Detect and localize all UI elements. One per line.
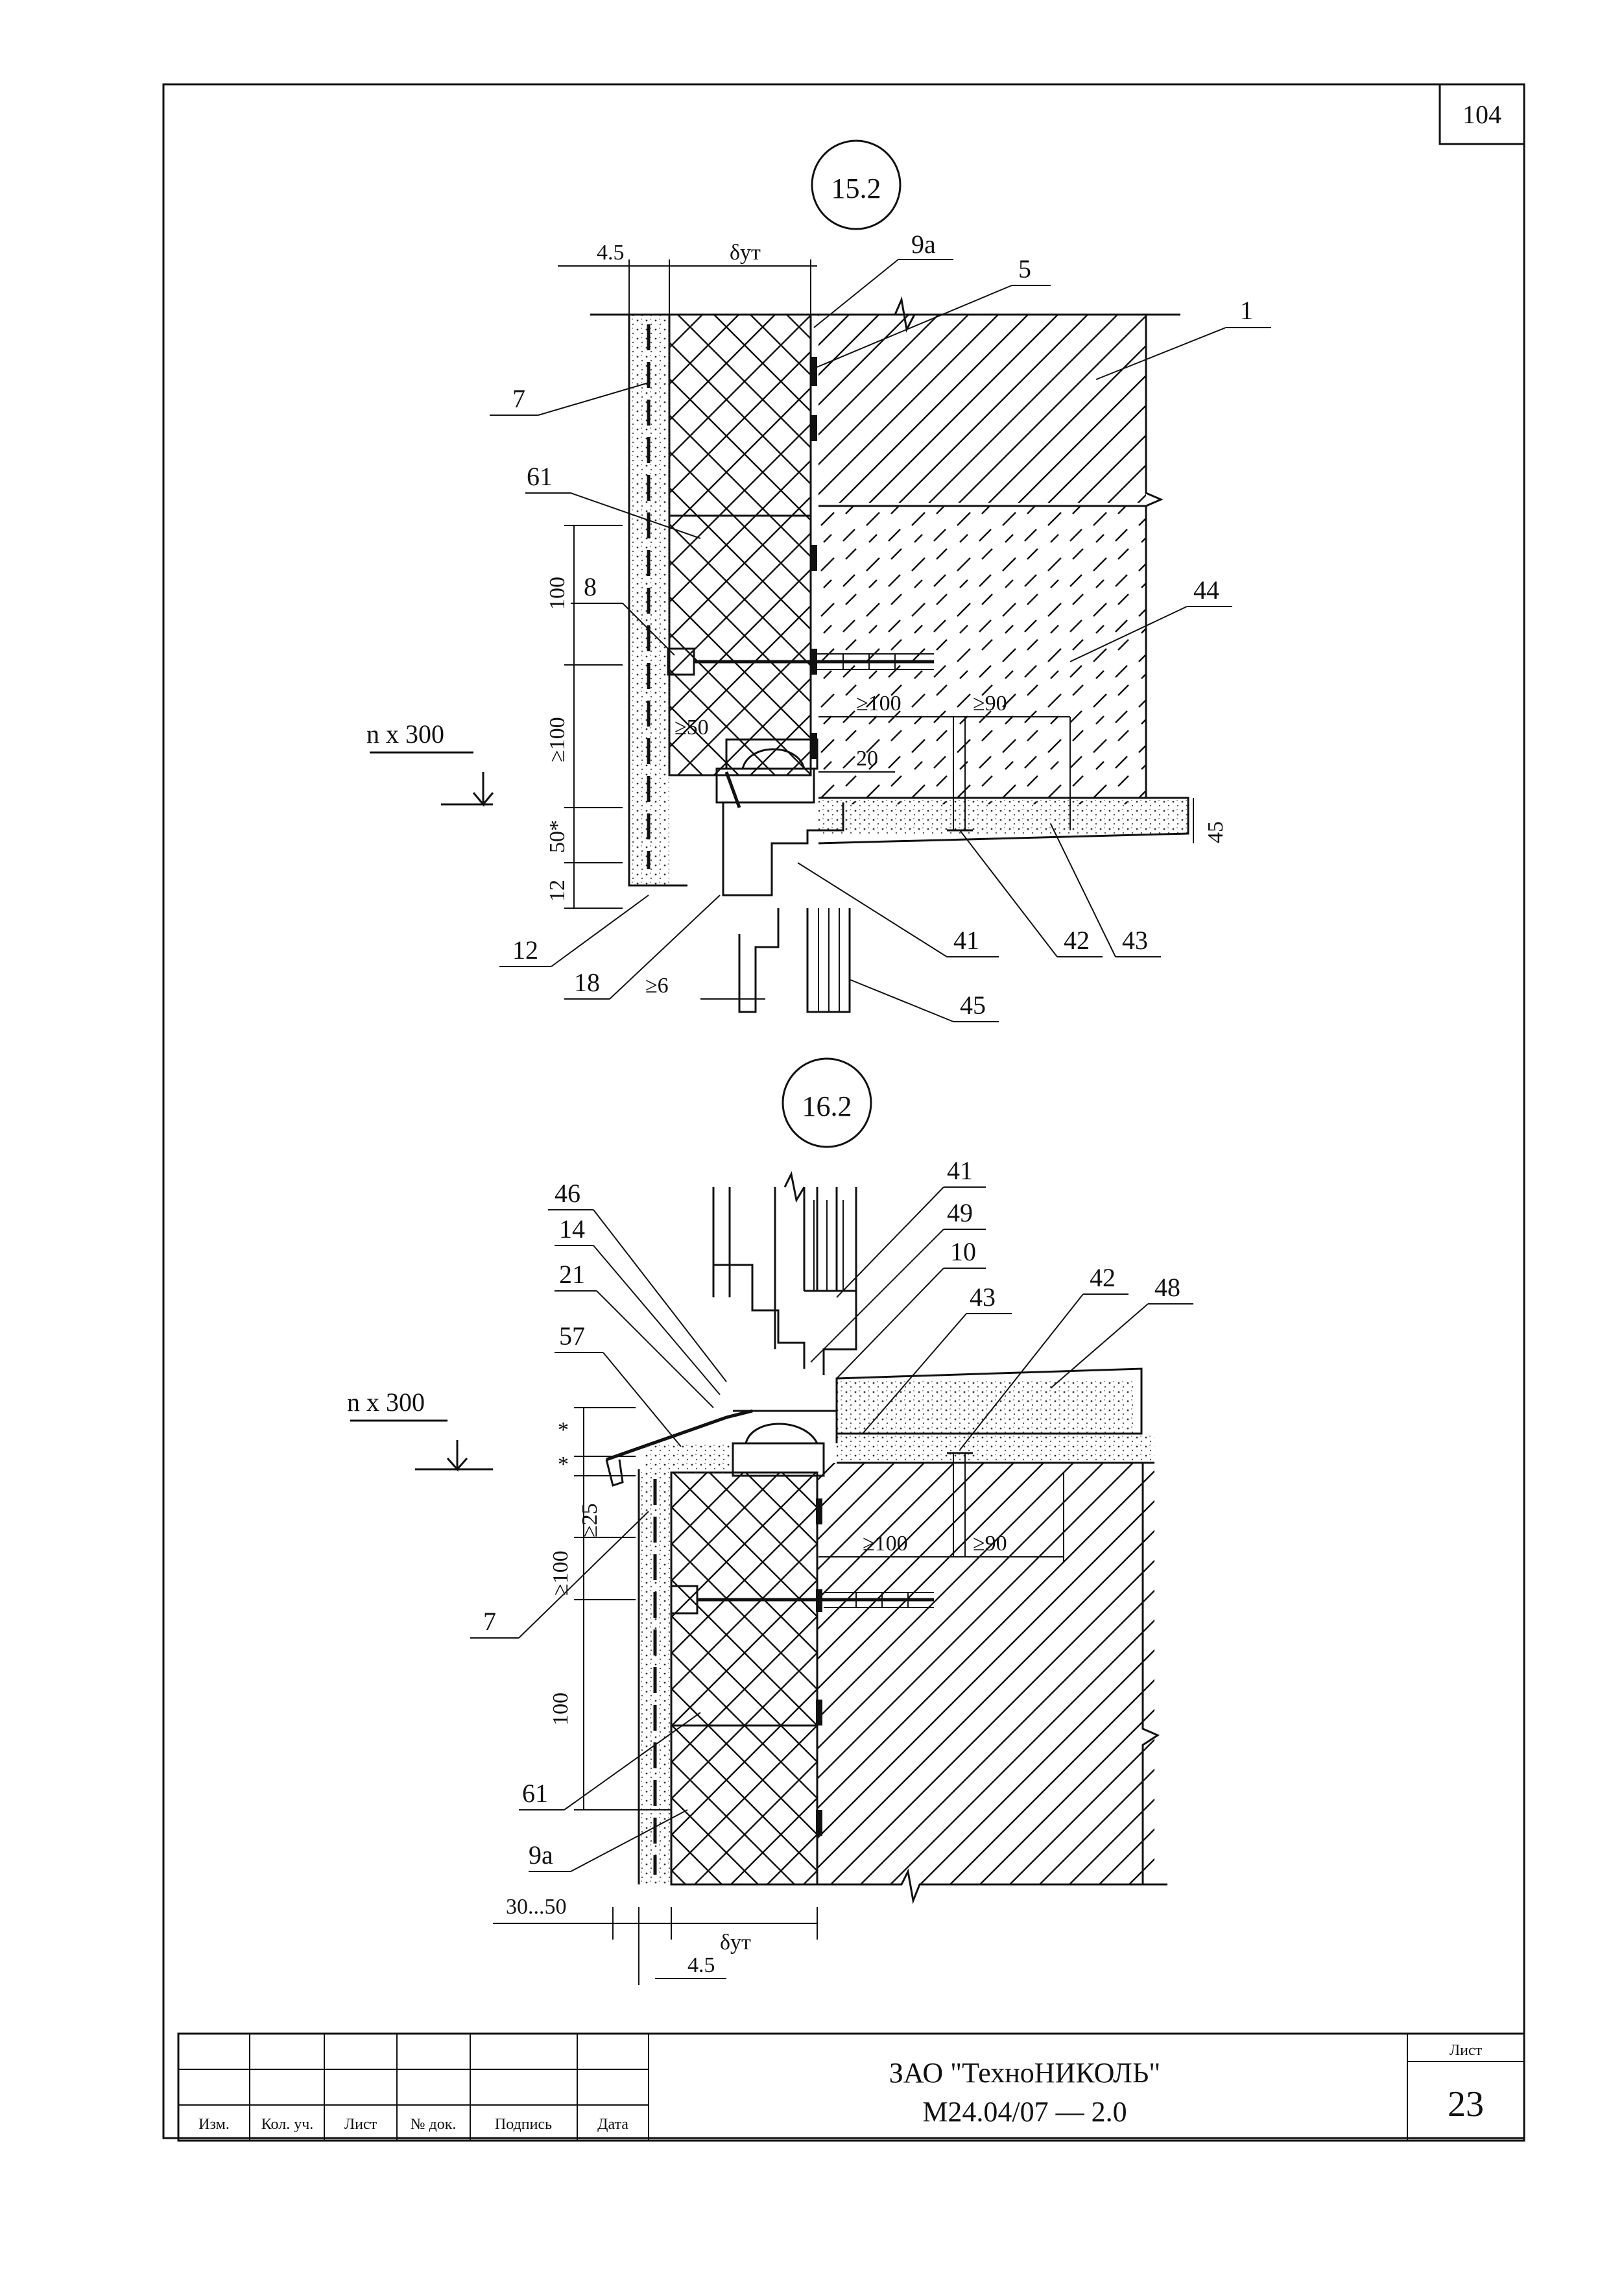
dim-50-star: 50*	[545, 820, 569, 853]
sheet-number: 23	[1448, 2084, 1484, 2124]
callout-21: 21	[559, 1260, 585, 1289]
callout-42: 42	[1090, 1263, 1116, 1292]
title-block: Изм. Кол. уч. Лист № док. Подпись Дата З…	[177, 2032, 1525, 2142]
insulation-lower	[671, 1726, 817, 1884]
frame-base	[732, 1442, 825, 1477]
callout-7: 7	[512, 384, 525, 413]
detail-16-2: 16.2	[347, 1057, 1193, 1985]
dim-ge-90: ≥90	[973, 692, 1007, 716]
callout-5: 5	[1018, 254, 1031, 283]
detail-marker-circle	[811, 139, 902, 230]
detail-id: 16.2	[802, 1090, 852, 1122]
callout-57: 57	[559, 1321, 585, 1351]
dim-4-5: 4.5	[687, 1953, 715, 1977]
sill-board	[837, 1378, 1135, 1434]
callouts-top: 9а 5 1 7 61 8 44 12 18 41 42 43 45	[490, 230, 1271, 1022]
level-mark-text: n x 300	[347, 1388, 425, 1417]
col-podpis: Подпись	[495, 2116, 552, 2133]
level-mark-text: n x 300	[366, 719, 444, 749]
dim-ge-100: ≥100	[545, 717, 569, 762]
document-code: М24.04/07 — 2.0	[922, 2096, 1127, 2128]
corner-sheet-number-text: 104	[1463, 100, 1501, 129]
dimensions-top: 4.5 δут 100 ≥100 50* 12 ≥50 ≥100 ≥90 20 …	[545, 241, 1228, 1000]
dim-ge-25: ≥25	[578, 1503, 602, 1537]
dim-12: 12	[545, 880, 569, 902]
level-mark: n x 300	[366, 719, 494, 808]
detail-marker-circle	[782, 1057, 872, 1148]
dimensions-bottom: * * ≥25 ≥100 100 ≥100 ≥90 30...50 δут 4.…	[493, 1407, 1064, 1985]
sill-screed	[818, 798, 1188, 834]
insulation-lower	[669, 516, 811, 775]
window-section	[712, 1171, 857, 1375]
dim-ge-100: ≥100	[549, 1550, 573, 1596]
dim-100: 100	[549, 1692, 573, 1726]
col-list: Лист	[344, 2116, 377, 2133]
callout-8: 8	[584, 572, 597, 601]
callout-61: 61	[527, 462, 553, 491]
dim-100: 100	[545, 577, 569, 610]
wall-concrete	[818, 506, 1146, 804]
anchor-dowel	[670, 1585, 934, 1615]
dim-ge-100-b: ≥100	[863, 1532, 908, 1556]
callout-10: 10	[950, 1237, 976, 1266]
drip-flashing	[605, 1409, 753, 1487]
callout-41: 41	[953, 926, 979, 955]
callout-43: 43	[970, 1282, 996, 1312]
callout-14: 14	[559, 1214, 585, 1244]
corner-sheet-number: 104	[1439, 83, 1525, 145]
callout-41: 41	[947, 1156, 973, 1185]
callout-9a: 9а	[911, 230, 936, 259]
col-no-dok: № док.	[411, 2116, 457, 2133]
col-kol-uch: Кол. уч.	[261, 2116, 314, 2133]
callout-42: 42	[1064, 926, 1090, 955]
dim-ge-6: ≥6	[645, 974, 669, 998]
level-mark: n x 300	[347, 1388, 493, 1472]
callouts-bottom: 46 14 21 57 41 49 10 43 42 48 7 61 9а	[470, 1156, 1193, 1872]
detail-id: 15.2	[831, 173, 881, 204]
anchor-dowel	[667, 647, 934, 676]
callout-18: 18	[574, 968, 600, 997]
dim-star-1: *	[558, 1418, 569, 1442]
callout-61: 61	[522, 1779, 548, 1808]
col-data: Дата	[597, 2116, 628, 2133]
sheet-border	[162, 83, 1525, 2139]
dim-delta-insulation: δут	[730, 241, 761, 265]
insulation-upper	[669, 315, 811, 516]
dim-ge-100-b: ≥100	[856, 692, 902, 716]
dim-ge-90: ≥90	[973, 1532, 1007, 1556]
callout-7: 7	[483, 1607, 496, 1636]
wall-masonry	[818, 315, 1146, 503]
dim-30-50: 30...50	[506, 1895, 567, 1919]
callout-45: 45	[960, 991, 986, 1020]
callout-44: 44	[1193, 575, 1219, 605]
callout-46: 46	[555, 1179, 580, 1208]
dim-45: 45	[1204, 821, 1228, 843]
callout-9a: 9а	[529, 1840, 553, 1870]
dim-star-2: *	[558, 1452, 569, 1476]
company-name: ЗАО "ТехноНИКОЛЬ"	[889, 2057, 1161, 2089]
dim-20: 20	[856, 747, 878, 771]
detail-15-2: 15.2	[366, 139, 1271, 1022]
wall-masonry	[817, 1463, 1154, 1884]
sheet-label: Лист	[1450, 2042, 1483, 2059]
dim-4-5: 4.5	[597, 241, 625, 265]
dim-delta-insulation: δут	[720, 1930, 751, 1954]
col-izm: Изм.	[198, 2116, 230, 2133]
callout-1: 1	[1240, 296, 1253, 325]
callout-49: 49	[947, 1198, 973, 1227]
callout-48: 48	[1154, 1273, 1180, 1302]
dim-ge-50: ≥50	[675, 716, 709, 740]
callout-43: 43	[1122, 926, 1148, 955]
callout-12: 12	[512, 935, 538, 965]
